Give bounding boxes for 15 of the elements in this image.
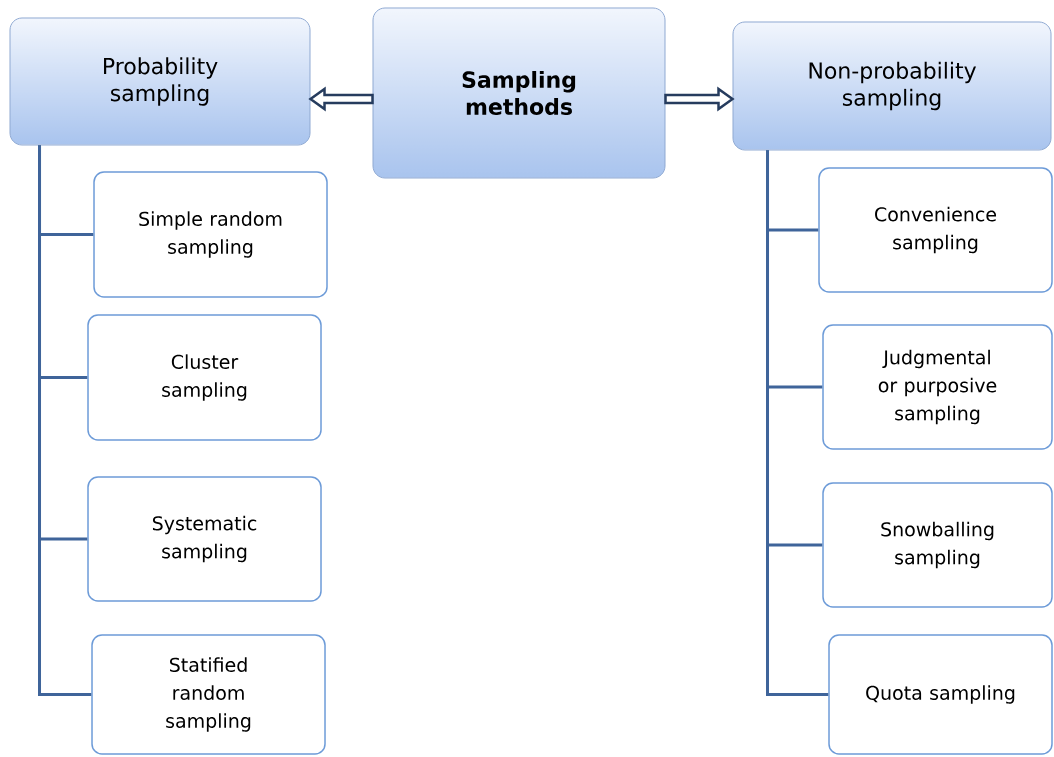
- main-category-box: Sampling methods: [372, 7, 666, 179]
- method-box: Judgmental or purposive sampling: [822, 324, 1053, 450]
- method-box: Snowballing sampling: [822, 482, 1053, 608]
- method-box: Statified random sampling: [91, 634, 326, 755]
- method-box: Quota sampling: [828, 634, 1053, 755]
- hollow-arrow: [664, 86, 735, 112]
- method-box: Simple random sampling: [93, 171, 328, 298]
- category-box: Non-probability sampling: [732, 21, 1052, 151]
- tree-line: [38, 145, 92, 696]
- method-box: Convenience sampling: [818, 167, 1053, 293]
- category-box: Probability sampling: [9, 17, 311, 146]
- hollow-arrow: [308, 86, 374, 112]
- method-box: Systematic sampling: [87, 476, 322, 602]
- tree-line: [766, 150, 829, 696]
- method-box: Cluster sampling: [87, 314, 322, 441]
